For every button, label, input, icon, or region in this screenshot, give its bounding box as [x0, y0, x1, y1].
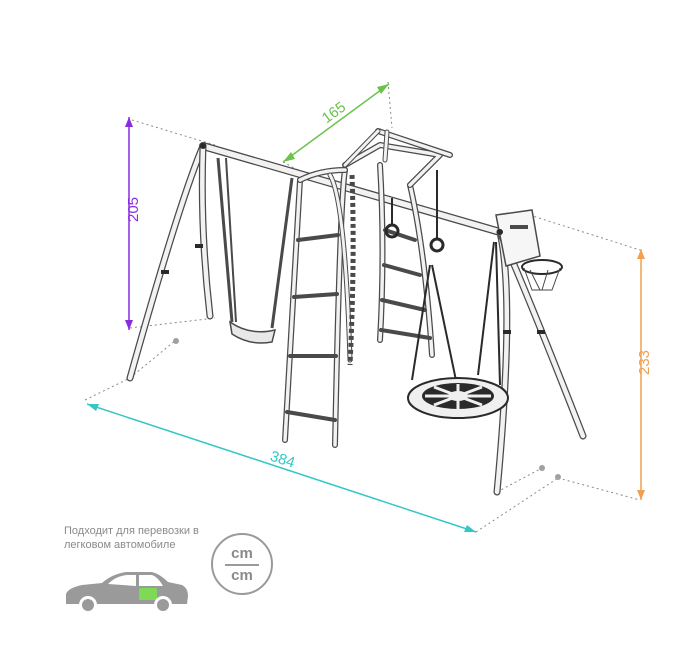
- car-icon: [66, 572, 188, 614]
- dimension-height-left: 205: [125, 117, 142, 330]
- dimension-height-right-label: 233: [636, 350, 653, 375]
- dimension-height-left-label: 205: [125, 197, 142, 222]
- dimension-depth-label: 165: [319, 99, 349, 127]
- dimension-width-label: 384: [268, 448, 297, 472]
- dimension-height-right: 233: [636, 249, 653, 500]
- guide-lines: [84, 81, 641, 533]
- unit-numerator: cm: [231, 545, 253, 562]
- ground-points: [127, 313, 586, 495]
- unit-badge-icon: cm cm: [211, 533, 273, 595]
- dimension-width: 384: [86, 403, 477, 533]
- swing-set-frame: [126, 128, 587, 496]
- unit-divider: [225, 564, 259, 566]
- nest-swing: [407, 241, 509, 419]
- ladder-rungs: [285, 228, 432, 422]
- basketball-hoop: [495, 209, 563, 291]
- gymnastic-rings: [384, 170, 445, 253]
- climbing-rope: [347, 174, 356, 366]
- unit-denominator: cm: [231, 567, 253, 584]
- flat-swing: [216, 157, 294, 344]
- frame-clamps: [161, 143, 545, 334]
- transport-note: Подходит для перевозки в легковом автомо…: [64, 525, 199, 551]
